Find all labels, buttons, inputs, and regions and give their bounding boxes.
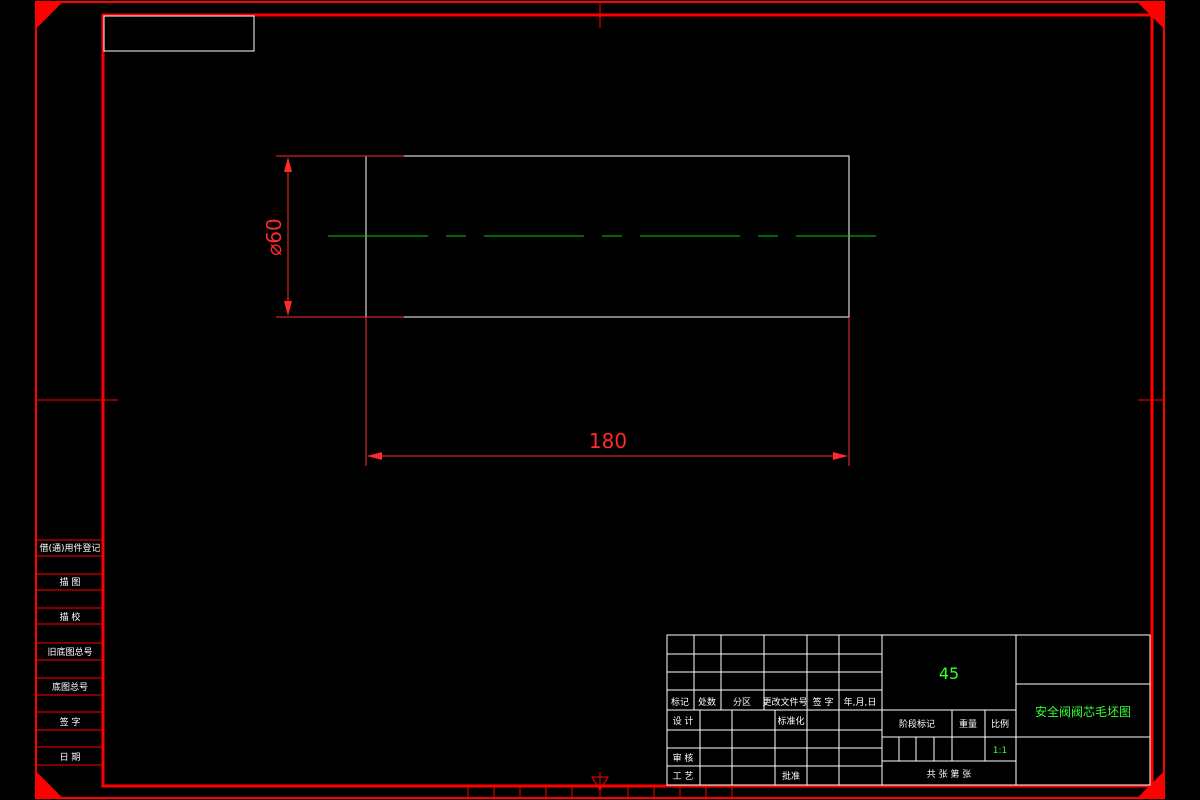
drawing-number-box: [103, 15, 255, 52]
rev-zone-header: 分区: [733, 697, 751, 708]
stage-mark-label: 阶段标记: [899, 718, 935, 730]
rev-sign-header: 签 字: [813, 696, 834, 708]
side-row-label: 描 图: [60, 576, 81, 588]
scale-value: 1:1: [993, 746, 1007, 756]
side-row-label: 描 校: [60, 611, 81, 623]
side-table: [36, 539, 103, 766]
side-row-label: 借(通)用件登记: [39, 542, 100, 554]
sheet-count-label: 共 张 第 张: [927, 768, 972, 780]
approve-label: 批准: [782, 770, 800, 782]
rev-count-header: 处数: [698, 696, 716, 708]
length-label: 180: [589, 429, 627, 453]
process-label: 工 艺: [673, 771, 694, 782]
outer-frame: [35, 1, 1165, 799]
title-block: [666, 634, 1151, 786]
material-value: 45: [939, 664, 959, 683]
rev-mark-header: 标记: [671, 696, 689, 708]
length-dimension: [365, 317, 850, 466]
side-row-label: 日 期: [60, 752, 81, 763]
rev-date-header: 年,月,日: [844, 696, 877, 708]
diameter-dimension: [276, 155, 404, 318]
scale-label: 比例: [991, 718, 1009, 730]
standardize-label: 标准化: [777, 715, 804, 727]
title-block-labels: 标记 处数 分区 更改文件号 签 字 年,月,日 设 计 标准化 审 核 工 艺…: [671, 664, 1131, 782]
side-row-label: 签 字: [60, 716, 81, 728]
side-table-labels: 借(通)用件登记 描 图 描 校 旧底图总号 底图总号 签 字 日 期: [39, 542, 100, 763]
drawing-title: 安全阀阀芯毛坯图: [1035, 704, 1131, 719]
design-label: 设 计: [673, 715, 694, 727]
weight-label: 重量: [959, 718, 977, 730]
review-label: 审 核: [673, 752, 694, 764]
rev-doc-header: 更改文件号: [762, 696, 807, 708]
side-row-label: 底图总号: [52, 681, 88, 693]
side-row-label: 旧底图总号: [47, 646, 92, 658]
diameter-label: ⌀60: [262, 218, 286, 256]
